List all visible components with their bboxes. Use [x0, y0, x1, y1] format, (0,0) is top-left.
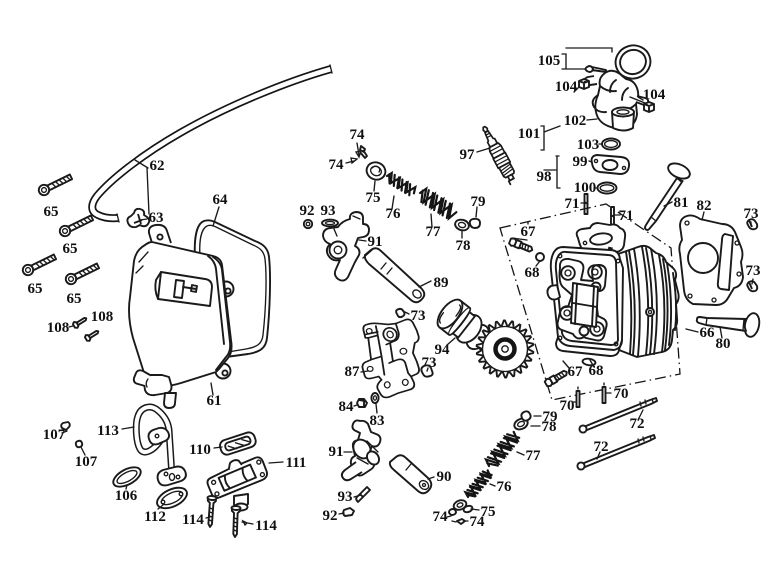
- svg-text:106: 106: [115, 488, 138, 504]
- svg-text:77: 77: [426, 224, 442, 240]
- svg-text:91: 91: [368, 234, 383, 250]
- svg-text:114: 114: [255, 518, 277, 534]
- svg-text:68: 68: [525, 265, 540, 281]
- svg-text:67: 67: [568, 364, 584, 380]
- svg-text:61: 61: [207, 393, 222, 409]
- svg-text:75: 75: [481, 504, 496, 520]
- svg-text:90: 90: [437, 469, 452, 485]
- svg-text:79: 79: [543, 409, 558, 425]
- svg-text:93: 93: [321, 203, 336, 219]
- svg-text:87: 87: [345, 364, 361, 380]
- svg-text:62: 62: [150, 158, 165, 174]
- svg-text:73: 73: [746, 263, 761, 279]
- svg-text:70: 70: [614, 386, 629, 402]
- svg-text:74: 74: [350, 127, 366, 143]
- svg-text:94: 94: [435, 342, 451, 358]
- svg-text:112: 112: [144, 509, 166, 525]
- svg-text:74: 74: [433, 509, 449, 525]
- svg-text:101: 101: [518, 126, 541, 142]
- svg-text:66: 66: [700, 325, 716, 341]
- svg-text:67: 67: [521, 224, 537, 240]
- svg-text:72: 72: [630, 416, 645, 432]
- svg-text:64: 64: [213, 192, 229, 208]
- svg-text:104: 104: [643, 87, 666, 103]
- svg-text:77: 77: [526, 448, 542, 464]
- svg-text:104: 104: [555, 79, 578, 95]
- svg-text:114: 114: [182, 512, 204, 528]
- svg-text:108: 108: [91, 309, 114, 325]
- svg-text:73: 73: [411, 308, 426, 324]
- svg-text:76: 76: [497, 479, 513, 495]
- svg-text:98: 98: [537, 169, 552, 185]
- svg-text:65: 65: [63, 241, 78, 257]
- svg-text:107: 107: [43, 427, 66, 443]
- svg-text:73: 73: [744, 206, 759, 222]
- svg-text:78: 78: [456, 238, 471, 254]
- svg-text:68: 68: [589, 363, 604, 379]
- svg-text:108: 108: [47, 320, 70, 336]
- svg-text:72: 72: [594, 439, 609, 455]
- svg-text:83: 83: [370, 413, 385, 429]
- svg-text:79: 79: [471, 194, 486, 210]
- svg-text:74: 74: [329, 157, 345, 173]
- svg-text:65: 65: [28, 281, 43, 297]
- svg-text:113: 113: [97, 423, 119, 439]
- svg-text:102: 102: [564, 113, 587, 129]
- svg-text:105: 105: [538, 53, 561, 69]
- svg-text:89: 89: [434, 275, 449, 291]
- svg-text:110: 110: [189, 442, 211, 458]
- svg-text:74: 74: [470, 514, 486, 530]
- svg-text:93: 93: [338, 489, 353, 505]
- svg-text:100: 100: [574, 180, 597, 196]
- svg-text:80: 80: [716, 336, 731, 352]
- svg-text:70: 70: [560, 398, 575, 414]
- svg-text:76: 76: [386, 206, 402, 222]
- svg-text:97: 97: [460, 147, 476, 163]
- svg-text:99: 99: [573, 154, 588, 170]
- svg-text:65: 65: [44, 204, 59, 220]
- svg-text:81: 81: [674, 195, 689, 211]
- svg-text:63: 63: [149, 210, 164, 226]
- svg-text:71: 71: [565, 196, 580, 212]
- svg-text:91: 91: [329, 444, 344, 460]
- svg-text:65: 65: [67, 291, 82, 307]
- svg-text:103: 103: [577, 137, 600, 153]
- svg-text:107: 107: [75, 454, 98, 470]
- svg-text:71: 71: [619, 208, 634, 224]
- svg-text:75: 75: [366, 190, 381, 206]
- svg-text:111: 111: [286, 455, 307, 471]
- svg-text:84: 84: [339, 399, 355, 415]
- svg-text:92: 92: [323, 508, 338, 524]
- svg-text:92: 92: [300, 203, 315, 219]
- svg-text:78: 78: [542, 419, 557, 435]
- svg-text:82: 82: [697, 198, 712, 214]
